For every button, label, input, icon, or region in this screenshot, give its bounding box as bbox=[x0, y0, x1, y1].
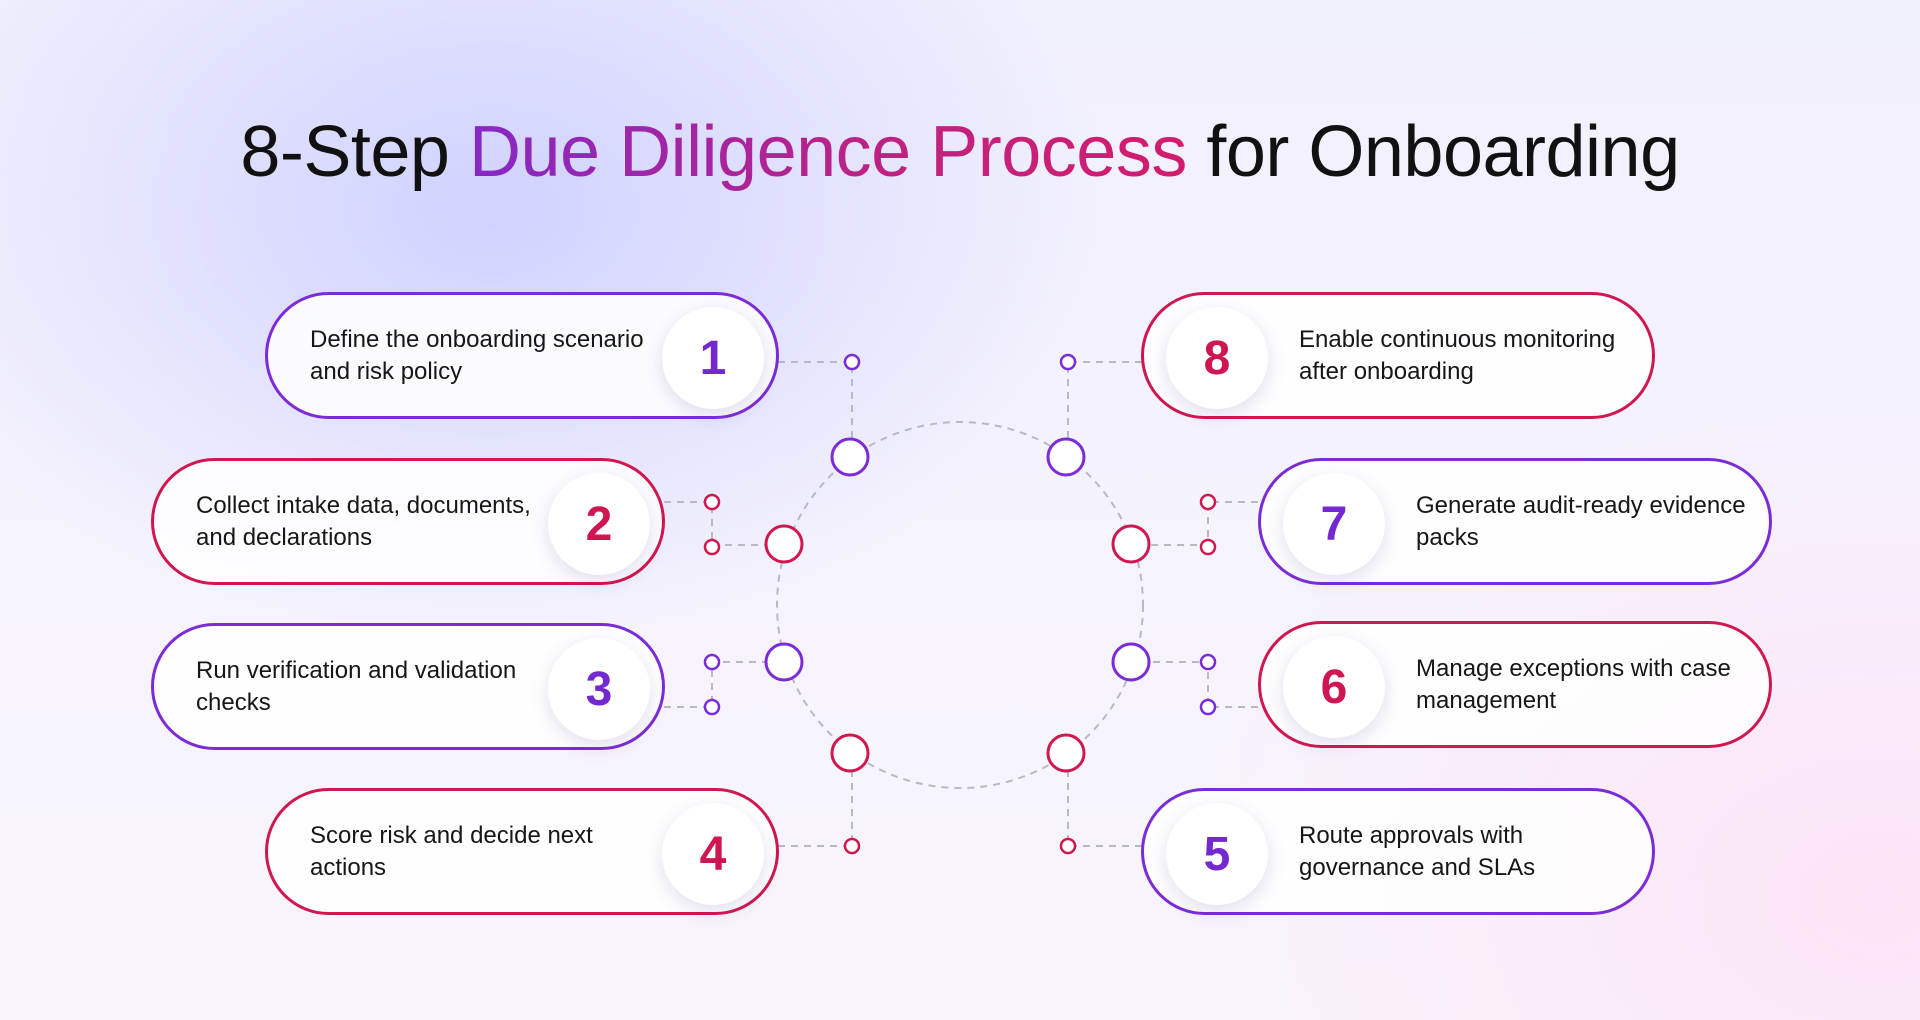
ring-node-4 bbox=[830, 733, 870, 773]
step-text: Manage exceptions with case management bbox=[1416, 654, 1731, 714]
small-node-3a bbox=[703, 653, 721, 671]
small-node-3b bbox=[703, 698, 721, 716]
connector-step-5 bbox=[1067, 753, 1142, 847]
step-card-7: 7 Generate audit-ready evidence packs bbox=[1258, 458, 1772, 585]
step-number-badge: 5 bbox=[1166, 803, 1268, 905]
step-text: Collect intake data, documents, and decl… bbox=[196, 491, 531, 551]
small-node-2b bbox=[703, 538, 721, 556]
connector-step-1 bbox=[778, 361, 853, 456]
small-node-7a bbox=[1199, 493, 1217, 511]
ring-node-7 bbox=[1111, 524, 1151, 564]
small-node-5 bbox=[1059, 837, 1077, 855]
step-number-badge: 8 bbox=[1166, 307, 1268, 409]
diagram-title: 8-Step Due Diligence Process for Onboard… bbox=[0, 112, 1920, 192]
central-ring bbox=[776, 421, 1144, 789]
step-number-badge: 2 bbox=[548, 473, 650, 575]
step-card-2: Collect intake data, documents, and decl… bbox=[151, 458, 665, 585]
ring-node-1 bbox=[830, 437, 870, 477]
step-text: Define the onboarding scenario and risk … bbox=[310, 325, 644, 385]
small-node-6b bbox=[1199, 698, 1217, 716]
step-text: Generate audit-ready evidence packs bbox=[1416, 491, 1746, 551]
step-number-badge: 6 bbox=[1283, 636, 1385, 738]
connector-step-4 bbox=[778, 753, 853, 847]
small-node-2a bbox=[703, 493, 721, 511]
small-node-8 bbox=[1059, 353, 1077, 371]
step-number-badge: 3 bbox=[548, 638, 650, 740]
title-highlight: Due Diligence Process bbox=[468, 112, 1187, 192]
step-text: Enable continuous monitoring after onboa… bbox=[1299, 325, 1616, 385]
step-number-badge: 4 bbox=[662, 803, 764, 905]
step-number-badge: 1 bbox=[662, 307, 764, 409]
connector-step-3 bbox=[664, 661, 784, 708]
step-card-6: 6 Manage exceptions with case management bbox=[1258, 621, 1772, 748]
small-node-4 bbox=[843, 837, 861, 855]
connector-step-6 bbox=[1136, 661, 1258, 708]
connector-step-8 bbox=[1067, 361, 1142, 456]
step-card-4: Score risk and decide next actions 4 bbox=[265, 788, 779, 915]
ring-node-8 bbox=[1046, 437, 1086, 477]
step-text: Run verification and validation checks bbox=[196, 656, 517, 716]
connector-step-7 bbox=[1136, 501, 1258, 546]
small-node-7b bbox=[1199, 538, 1217, 556]
step-card-1: Define the onboarding scenario and risk … bbox=[265, 292, 779, 419]
ring-node-3 bbox=[764, 642, 804, 682]
ring-node-5 bbox=[1046, 733, 1086, 773]
title-suffix: for Onboarding bbox=[1186, 112, 1680, 192]
title-prefix: 8-Step bbox=[240, 112, 469, 192]
step-card-8: 8 Enable continuous monitoring after onb… bbox=[1141, 292, 1655, 419]
ring-node-2 bbox=[764, 524, 804, 564]
step-card-5: 5 Route approvals with governance and SL… bbox=[1141, 788, 1655, 915]
step-card-3: Run verification and validation checks 3 bbox=[151, 623, 665, 750]
step-text: Score risk and decide next actions bbox=[310, 821, 593, 881]
small-node-1 bbox=[843, 353, 861, 371]
ring-node-6 bbox=[1111, 642, 1151, 682]
step-text: Route approvals with governance and SLAs bbox=[1299, 821, 1536, 881]
connector-step-2 bbox=[664, 501, 784, 546]
small-node-6a bbox=[1199, 653, 1217, 671]
step-number-badge: 7 bbox=[1283, 473, 1385, 575]
